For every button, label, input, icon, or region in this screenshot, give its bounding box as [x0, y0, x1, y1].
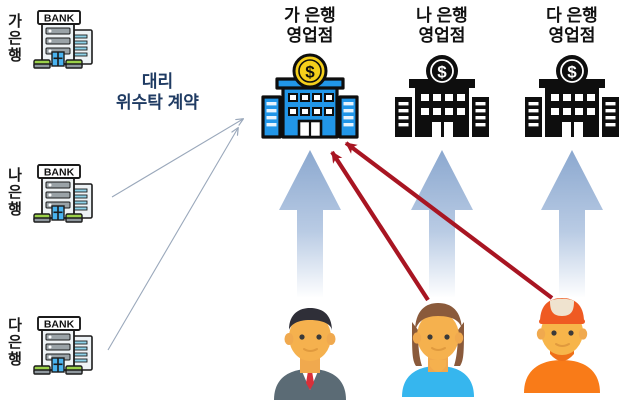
- branch-b-coin-symbol: $: [437, 63, 447, 82]
- left-bank-label-c: 다 은 행: [4, 317, 26, 368]
- left-bank-a-char1: 가: [8, 13, 22, 30]
- bank-sign-text-a: BANK: [44, 12, 75, 24]
- branch-icon-b: $: [387, 52, 497, 149]
- branch-b-title-line2: 영업점: [418, 26, 466, 46]
- bank-icon-c: BANK: [28, 312, 106, 385]
- blue-up-arrow-c: [539, 148, 605, 303]
- branch-title-b: 나 은행 영업점: [378, 6, 506, 47]
- branch-a-coin-symbol: $: [305, 63, 315, 82]
- branch-title-a: 가 은행 영업점: [246, 6, 374, 47]
- bank-sign-text-b: BANK: [44, 166, 75, 178]
- bank-sign-text-c: BANK: [44, 318, 75, 330]
- left-bank-a-char2: 은: [8, 29, 22, 47]
- bank-icon-b: BANK: [28, 160, 106, 233]
- branch-a-title-line1: 가 은행: [284, 6, 336, 25]
- customer-worker: [516, 288, 608, 398]
- contract-label: 대리 위수탁 계약: [116, 72, 199, 113]
- left-bank-label-b: 나 은 행: [4, 167, 26, 218]
- left-bank-label-a: 가 은 행: [4, 13, 26, 64]
- branch-c-title-line2: 영업점: [548, 26, 596, 46]
- left-bank-c-char2: 은: [8, 333, 22, 351]
- customer-businessman: [264, 295, 356, 400]
- blue-up-arrow-a: [277, 148, 343, 303]
- contract-label-line2: 위수탁 계약: [116, 92, 199, 112]
- left-bank-c-char3: 행: [8, 350, 22, 368]
- branch-c-title-line1: 다 은행: [546, 6, 598, 25]
- branch-c-coin-symbol: $: [567, 63, 577, 82]
- contract-arrow-bank-b: [111, 118, 245, 198]
- left-bank-a-char3: 행: [8, 46, 22, 64]
- branch-icon-a: $: [255, 52, 365, 149]
- left-bank-c-char1: 다: [8, 317, 22, 334]
- branch-a-title-line2: 영업점: [286, 26, 334, 46]
- left-bank-b-char3: 행: [8, 200, 22, 218]
- customer-woman: [392, 292, 484, 400]
- blue-up-arrow-b: [409, 148, 475, 303]
- contract-arrow-bank-c: [107, 126, 239, 351]
- left-bank-b-char2: 은: [8, 183, 22, 201]
- left-bank-b-char1: 나: [8, 167, 22, 184]
- contract-label-line1: 대리: [141, 72, 174, 91]
- branch-title-c: 다 은행 영업점: [508, 6, 624, 47]
- bank-icon-a: BANK: [28, 6, 106, 79]
- branch-b-title-line1: 나 은행: [416, 6, 468, 25]
- branch-icon-c: $: [517, 52, 624, 149]
